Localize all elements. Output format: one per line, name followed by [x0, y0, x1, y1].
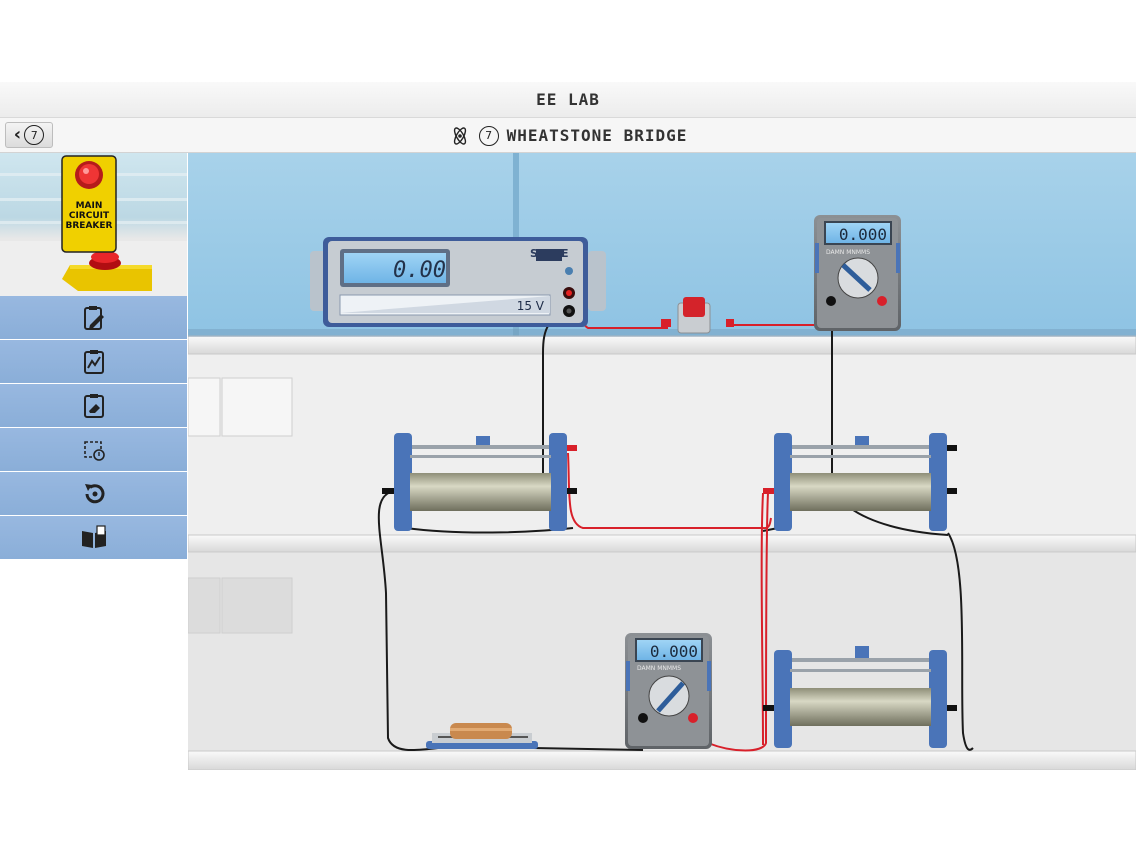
breaker-illustration: MAIN CIRCUIT BREAKER — [0, 155, 187, 296]
power-supply[interactable]: 0.00 SM-EE 15 V — [310, 237, 606, 327]
tool-graph[interactable] — [0, 340, 187, 384]
clipboard-erase-icon — [83, 393, 104, 418]
main-circuit-breaker[interactable]: MAIN CIRCUIT BREAKER — [0, 153, 187, 296]
back-button[interactable]: ‹ 7 — [5, 122, 53, 148]
app-window: EE LAB 7 WHEATSTONE BRIDGE ‹ 7 — [0, 82, 1136, 770]
sidebar: MAIN CIRCUIT BREAKER — [0, 153, 187, 770]
manual-book-icon — [81, 524, 106, 548]
chevron-left-icon: ‹ — [13, 124, 22, 145]
multimeter-top[interactable]: 0.000 DAMN MNMMS — [814, 215, 901, 331]
resistor-box-3[interactable] — [763, 646, 957, 748]
atom-icon — [453, 126, 466, 145]
breaker-label-line1: MAIN — [76, 201, 103, 211]
lab-title-group: 7 WHEATSTONE BRIDGE — [0, 118, 1136, 153]
reset-icon — [84, 483, 104, 503]
tool-menu — [0, 296, 187, 560]
nav-bar: 7 WHEATSTONE BRIDGE ‹ 7 — [0, 118, 1136, 153]
breaker-label-line3: BREAKER — [66, 221, 113, 231]
resistor-box-1[interactable] — [382, 433, 577, 531]
graph-icon — [83, 349, 104, 374]
title-bar: EE LAB — [0, 82, 1136, 118]
breaker-label-line2: CIRCUIT — [69, 211, 110, 221]
multimeter-bottom[interactable]: 0.000 DAMN MNMMS — [625, 633, 712, 749]
tool-procedure[interactable] — [0, 296, 187, 340]
bottom-meter-display: 0.000 — [650, 642, 698, 661]
resistor-box-2[interactable] — [763, 433, 957, 531]
top-meter-display: 0.000 — [839, 225, 887, 244]
voltage-label: 15 V — [517, 299, 545, 313]
tool-manual[interactable] — [0, 516, 187, 560]
tool-circuit[interactable] — [0, 428, 187, 472]
tool-reset[interactable] — [0, 472, 187, 516]
power-supply-display: 0.00 — [393, 258, 446, 283]
tool-clear[interactable] — [0, 384, 187, 428]
app-title: EE LAB — [536, 90, 600, 109]
circuit-diagram-icon — [83, 440, 105, 461]
clipboard-edit-icon — [83, 305, 104, 330]
lab-bench-svg: 0.00 SM-EE 15 V — [188, 153, 1136, 770]
fixed-resistor[interactable] — [426, 723, 538, 749]
bottom-meter-brand: DAMN MNMMS — [637, 665, 681, 672]
top-meter-brand: DAMN MNMMS — [826, 249, 870, 256]
lab-scene: 0.00 SM-EE 15 V — [188, 153, 1136, 770]
back-lab-number: 7 — [24, 125, 45, 145]
lab-number-badge: 7 — [478, 125, 499, 146]
switch[interactable] — [661, 297, 734, 334]
lab-title: WHEATSTONE BRIDGE — [506, 126, 688, 145]
